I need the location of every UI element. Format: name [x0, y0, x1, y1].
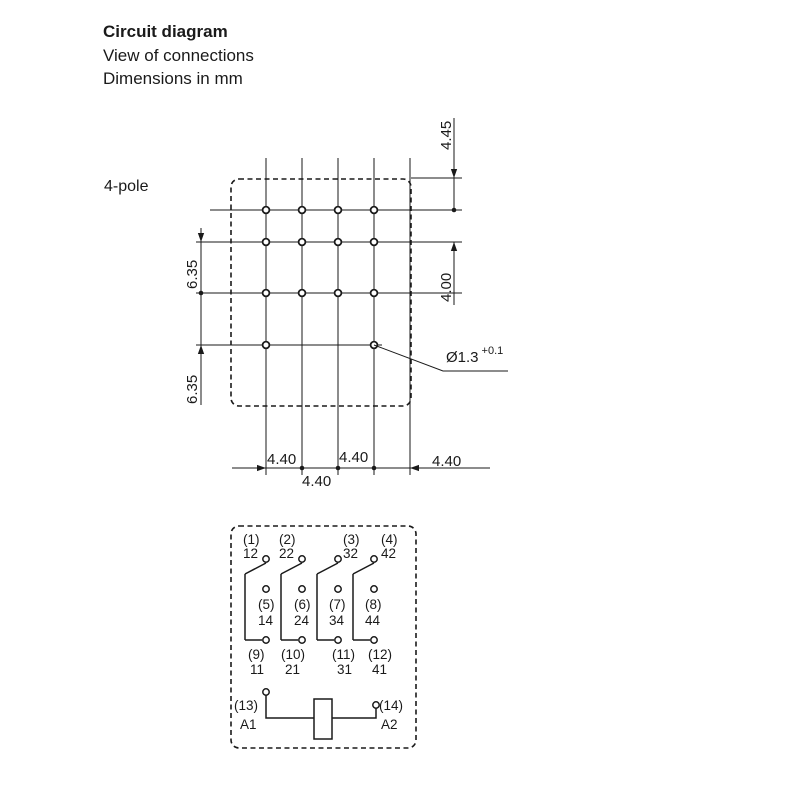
contact-2-bot-id: (10) — [281, 647, 305, 662]
contact-1-bot-id: (9) — [248, 647, 265, 662]
contact-2-top-no: 22 — [279, 546, 294, 561]
dim-hole-diameter: Ø1.3+0.1 — [446, 345, 503, 366]
contact-3-mid-id: (7) — [329, 597, 346, 612]
dim-row-pitch-left-2: 6.35 — [184, 375, 201, 404]
contact-2-mid-id: (6) — [294, 597, 311, 612]
hole-leader-line — [373, 344, 508, 372]
dim-row-pitch-top: 4.00 — [438, 273, 455, 302]
contact-4-top-no: 42 — [381, 546, 396, 561]
relay-coil — [262, 688, 380, 740]
contact-1-top-id: (1) — [243, 532, 260, 547]
contact-set-3 — [316, 555, 342, 644]
coil-symbol — [313, 698, 333, 740]
coil-left-no: A1 — [240, 717, 257, 732]
contact-1-mid-no: 14 — [258, 613, 274, 628]
diagram-subtitle: View of connections — [103, 46, 254, 65]
dim-row-pitch-left-1: 6.35 — [184, 260, 201, 289]
coil-left-id: (13) — [234, 698, 258, 713]
contact-4-mid-id: (8) — [365, 597, 382, 612]
dim-hole-tolerance: +0.1 — [482, 345, 504, 357]
dim-col-pitch-right: 4.40 — [432, 453, 461, 470]
contact-4-bot-id: (12) — [368, 647, 392, 662]
pin-layout-drawing — [196, 118, 508, 475]
dimensions-note: Dimensions in mm — [103, 69, 243, 88]
dim-col-pitch-2: 4.40 — [302, 473, 331, 490]
contact-3-top-no: 32 — [343, 546, 358, 561]
variant-label: 4-pole — [104, 178, 149, 195]
horizontal-grid-lines — [196, 177, 462, 346]
coil-right-id: (14) — [379, 698, 403, 713]
dim-top-offset: 4.45 — [438, 121, 455, 150]
contact-4-bot-no: 41 — [372, 662, 387, 677]
coil-right-no: A2 — [381, 717, 398, 732]
contact-4-top-id: (4) — [381, 532, 398, 547]
contact-2-mid-no: 24 — [294, 613, 310, 628]
contact-3-bot-id: (11) — [332, 647, 355, 662]
dim-col-pitch-1: 4.40 — [267, 451, 296, 468]
contact-set-4 — [352, 555, 378, 644]
contact-set-1 — [244, 555, 270, 644]
contact-labels: (1) 12 (5) 14 (9) 11 (2) 22 (6) 24 (10) … — [234, 532, 403, 732]
schematic-outline — [230, 525, 417, 749]
contact-1-bot-no: 11 — [250, 662, 264, 677]
contact-3-bot-no: 31 — [337, 662, 352, 677]
vertical-grid-lines — [265, 158, 411, 475]
contact-2-top-id: (2) — [279, 532, 296, 547]
connection-schematic — [230, 525, 417, 749]
contact-1-top-no: 12 — [243, 546, 258, 561]
dim-col-pitch-3: 4.40 — [339, 449, 368, 466]
contact-3-top-id: (3) — [343, 532, 360, 547]
contact-3-mid-no: 34 — [329, 613, 345, 628]
contact-4-mid-no: 44 — [365, 613, 381, 628]
diagram-title: Circuit diagram — [103, 22, 228, 41]
pin-holes — [261, 205, 379, 350]
contact-set-2 — [280, 555, 306, 644]
contact-2-bot-no: 21 — [285, 662, 300, 677]
contact-1-mid-id: (5) — [258, 597, 275, 612]
